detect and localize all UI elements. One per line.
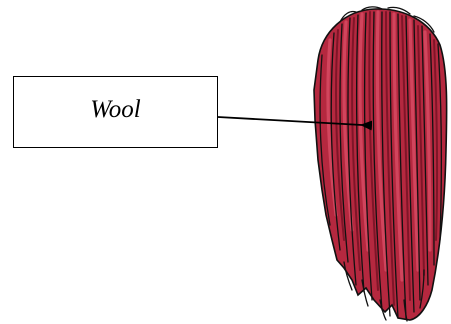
wool-label: Wool [90,96,140,124]
wool-hair-icon [314,7,447,321]
label-box: Wool [13,76,218,148]
